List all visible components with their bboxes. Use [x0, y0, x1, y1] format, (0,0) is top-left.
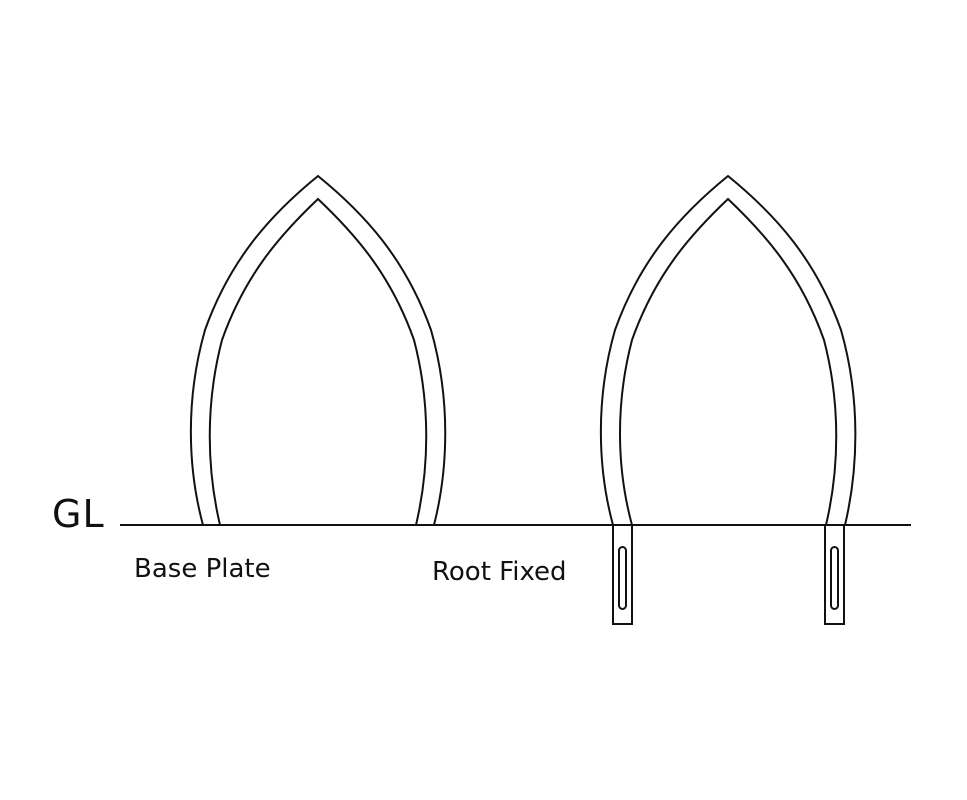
left-arch-inner: [208, 197, 428, 526]
right-arch-inner: [619, 197, 838, 526]
root-post-right: [824, 524, 845, 625]
root-post-slot: [830, 546, 839, 610]
right-arch: [599, 174, 857, 526]
root-post-slot: [618, 546, 627, 610]
left-arch-outer: [189, 174, 447, 526]
ground-line-label: GL: [52, 492, 105, 536]
root-post-left: [612, 524, 633, 625]
base-plate-label: Base Plate: [134, 554, 271, 584]
right-arch-outer: [599, 174, 857, 526]
left-arch: [189, 174, 447, 526]
root-fixed-label: Root Fixed: [432, 557, 567, 587]
